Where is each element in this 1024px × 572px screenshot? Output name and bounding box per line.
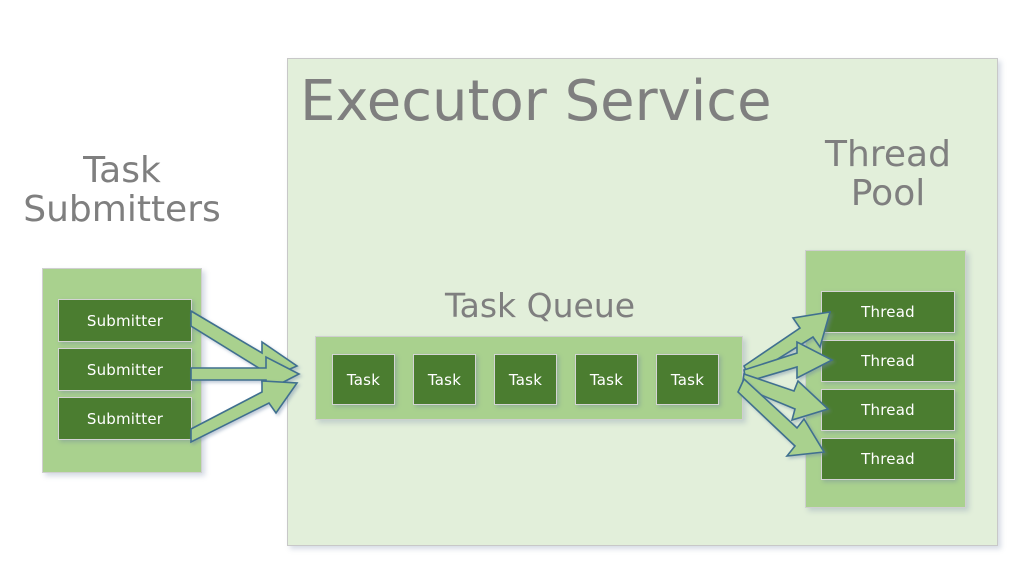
submitter-box[interactable]: Submitter (58, 299, 192, 342)
thread-pool-group: Thread Thread Thread Thread (805, 250, 966, 508)
task-submitters-group: Submitter Submitter Submitter (42, 268, 202, 473)
task-queue-title: Task Queue (444, 286, 636, 325)
task-box[interactable]: Task (575, 354, 638, 405)
arrow-submitter-2-to-queue (190, 355, 301, 393)
task-queue-group: Task Task Task Task Task (315, 336, 743, 420)
task-submitters-title: Task Submitters (23, 150, 221, 230)
arrow-submitter-1-to-queue (190, 309, 299, 383)
task-box[interactable]: Task (494, 354, 557, 405)
task-box[interactable]: Task (656, 354, 719, 405)
thread-box[interactable]: Thread (821, 438, 955, 480)
task-box[interactable]: Task (332, 354, 395, 405)
submitter-box[interactable]: Submitter (58, 348, 192, 391)
arrow-submitter-3-to-queue (190, 380, 299, 444)
thread-box[interactable]: Thread (821, 389, 955, 431)
submitter-box[interactable]: Submitter (58, 397, 192, 440)
thread-box[interactable]: Thread (821, 340, 955, 382)
thread-box[interactable]: Thread (821, 291, 955, 333)
task-box[interactable]: Task (413, 354, 476, 405)
executor-service-title: Executor Service (300, 69, 772, 134)
thread-pool-title: Thread Pool (825, 134, 951, 214)
